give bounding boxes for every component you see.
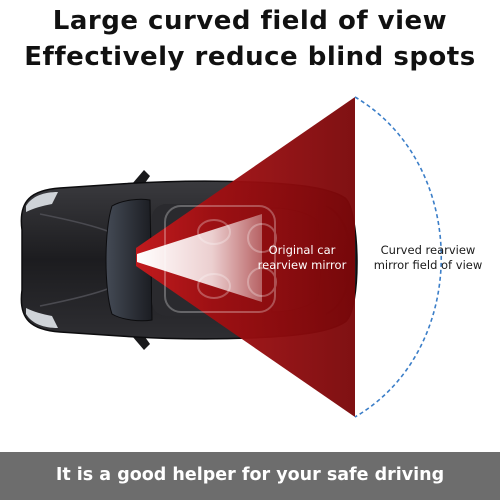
original-mirror-field-of-view <box>137 214 262 302</box>
label-original-line-2: rearview mirror <box>257 258 347 272</box>
headline-line-2: Effectively reduce blind spots <box>24 42 476 72</box>
dashed-curve-boundary <box>354 96 443 418</box>
footer-text: It is a good helper for your safe drivin… <box>55 465 445 485</box>
label-curved-line-1: Curved rearview <box>380 243 476 257</box>
label-original-line-1: Original car <box>268 243 336 257</box>
headline-line-1: Large curved field of view <box>52 6 448 36</box>
footer-bar: It is a good helper for your safe drivin… <box>0 452 500 500</box>
car-interior-overlay <box>164 205 277 313</box>
label-curved-mirror: Curved rearview mirror field of view <box>362 243 494 273</box>
label-original-mirror: Original car rearview mirror <box>246 243 358 273</box>
label-curved-line-2: mirror field of view <box>373 258 483 272</box>
field-of-view-illustration <box>20 96 443 418</box>
